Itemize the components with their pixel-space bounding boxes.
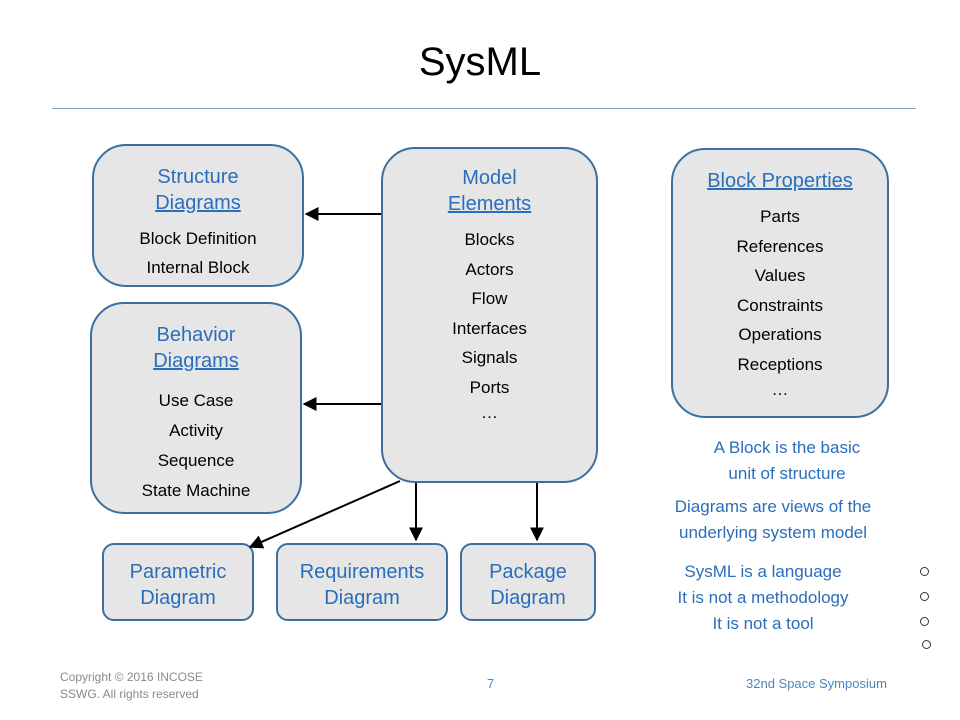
- block-property-item: References: [736, 236, 824, 256]
- parametric-label-line2: Diagram: [140, 587, 216, 609]
- arrow-model-to-parametric: [248, 480, 401, 549]
- block-property-item: Parts: [760, 207, 800, 226]
- block-properties-heading[interactable]: Block Properties: [673, 168, 887, 194]
- block-note-line2: unit of structure: [728, 464, 846, 483]
- parametric-diagram-box: Parametric Diagram: [102, 543, 254, 621]
- structure-item: Internal Block: [146, 258, 250, 277]
- bullet-circle-icon: [920, 592, 929, 601]
- behavior-diagrams-box: Behavior Diagrams Use Case Activity Sequ…: [90, 302, 302, 514]
- package-label-line2: Diagram: [490, 587, 566, 609]
- diagrams-note: Diagrams are views of the underlying sys…: [640, 494, 906, 546]
- model-item: Interfaces: [452, 318, 527, 338]
- behavior-item: Use Case: [158, 391, 234, 410]
- model-item: Signals: [461, 348, 518, 367]
- requirements-diagram-box: Requirements Diagram: [276, 543, 448, 621]
- structure-heading-line2[interactable]: Diagrams: [94, 190, 302, 216]
- requirements-label-line1: Requirements: [299, 561, 425, 583]
- model-item: Flow: [471, 289, 508, 308]
- structure-heading-line1: Structure: [157, 166, 239, 188]
- page-number: 7: [487, 676, 495, 691]
- language-note-line2: It is not a methodology: [677, 588, 849, 607]
- model-elements-box: Model Elements Blocks Actors Flow Interf…: [381, 147, 598, 483]
- model-heading-line2[interactable]: Elements: [383, 191, 596, 217]
- behavior-item: State Machine: [141, 481, 251, 500]
- behavior-item: Sequence: [157, 451, 235, 470]
- bullet-circle-icon: [920, 567, 929, 576]
- block-property-item: …: [771, 380, 789, 399]
- requirements-label-line2: Diagram: [324, 587, 400, 609]
- block-property-item: Receptions: [737, 354, 823, 374]
- model-item: Actors: [465, 259, 514, 279]
- model-item: …: [481, 403, 498, 422]
- parametric-label-line1: Parametric: [129, 561, 227, 583]
- block-properties-box: Block Properties Parts References Values…: [671, 148, 889, 418]
- model-item: Blocks: [464, 230, 515, 249]
- language-note: SysML is a language It is not a methodol…: [628, 559, 898, 637]
- diagrams-note-line2: underlying system model: [678, 523, 868, 542]
- diagrams-note-line1: Diagrams are views of the: [674, 497, 872, 516]
- copyright-line2: SSWG. All rights reserved: [60, 687, 199, 701]
- language-note-line3: It is not a tool: [712, 614, 814, 633]
- behavior-heading-line2[interactable]: Diagrams: [92, 348, 300, 374]
- block-properties-link[interactable]: Block Properties: [707, 170, 853, 192]
- block-property-item: Values: [754, 266, 806, 285]
- title-divider: [52, 108, 916, 109]
- behavior-heading-line1: Behavior: [156, 324, 236, 346]
- model-item: Ports: [469, 377, 510, 397]
- structure-item: Block Definition: [139, 229, 257, 248]
- copyright-line1: Copyright © 2016 INCOSE: [60, 670, 203, 684]
- slide-title: SysML: [418, 40, 542, 84]
- structure-diagrams-box: Structure Diagrams Block Definition Inte…: [92, 144, 304, 287]
- block-note: A Block is the basic unit of structure: [672, 435, 902, 487]
- package-label-line1: Package: [489, 561, 567, 583]
- copyright: Copyright © 2016 INCOSE SSWG. All rights…: [60, 669, 203, 703]
- language-note-line1: SysML is a language: [684, 562, 842, 581]
- behavior-diagrams-link[interactable]: Diagrams: [153, 350, 239, 372]
- block-property-item: Constraints: [737, 295, 823, 315]
- block-note-line1: A Block is the basic: [713, 438, 861, 457]
- event-name: 32nd Space Symposium: [746, 676, 887, 691]
- package-diagram-box: Package Diagram: [460, 543, 596, 621]
- bullet-circle-icon: [922, 640, 931, 649]
- model-heading-line1: Model: [462, 167, 517, 189]
- model-elements-link[interactable]: Elements: [447, 193, 532, 215]
- behavior-item: Activity: [169, 421, 223, 440]
- block-property-item: Operations: [738, 325, 822, 344]
- bullet-circle-icon: [920, 617, 929, 626]
- structure-diagrams-link[interactable]: Diagrams: [155, 192, 241, 214]
